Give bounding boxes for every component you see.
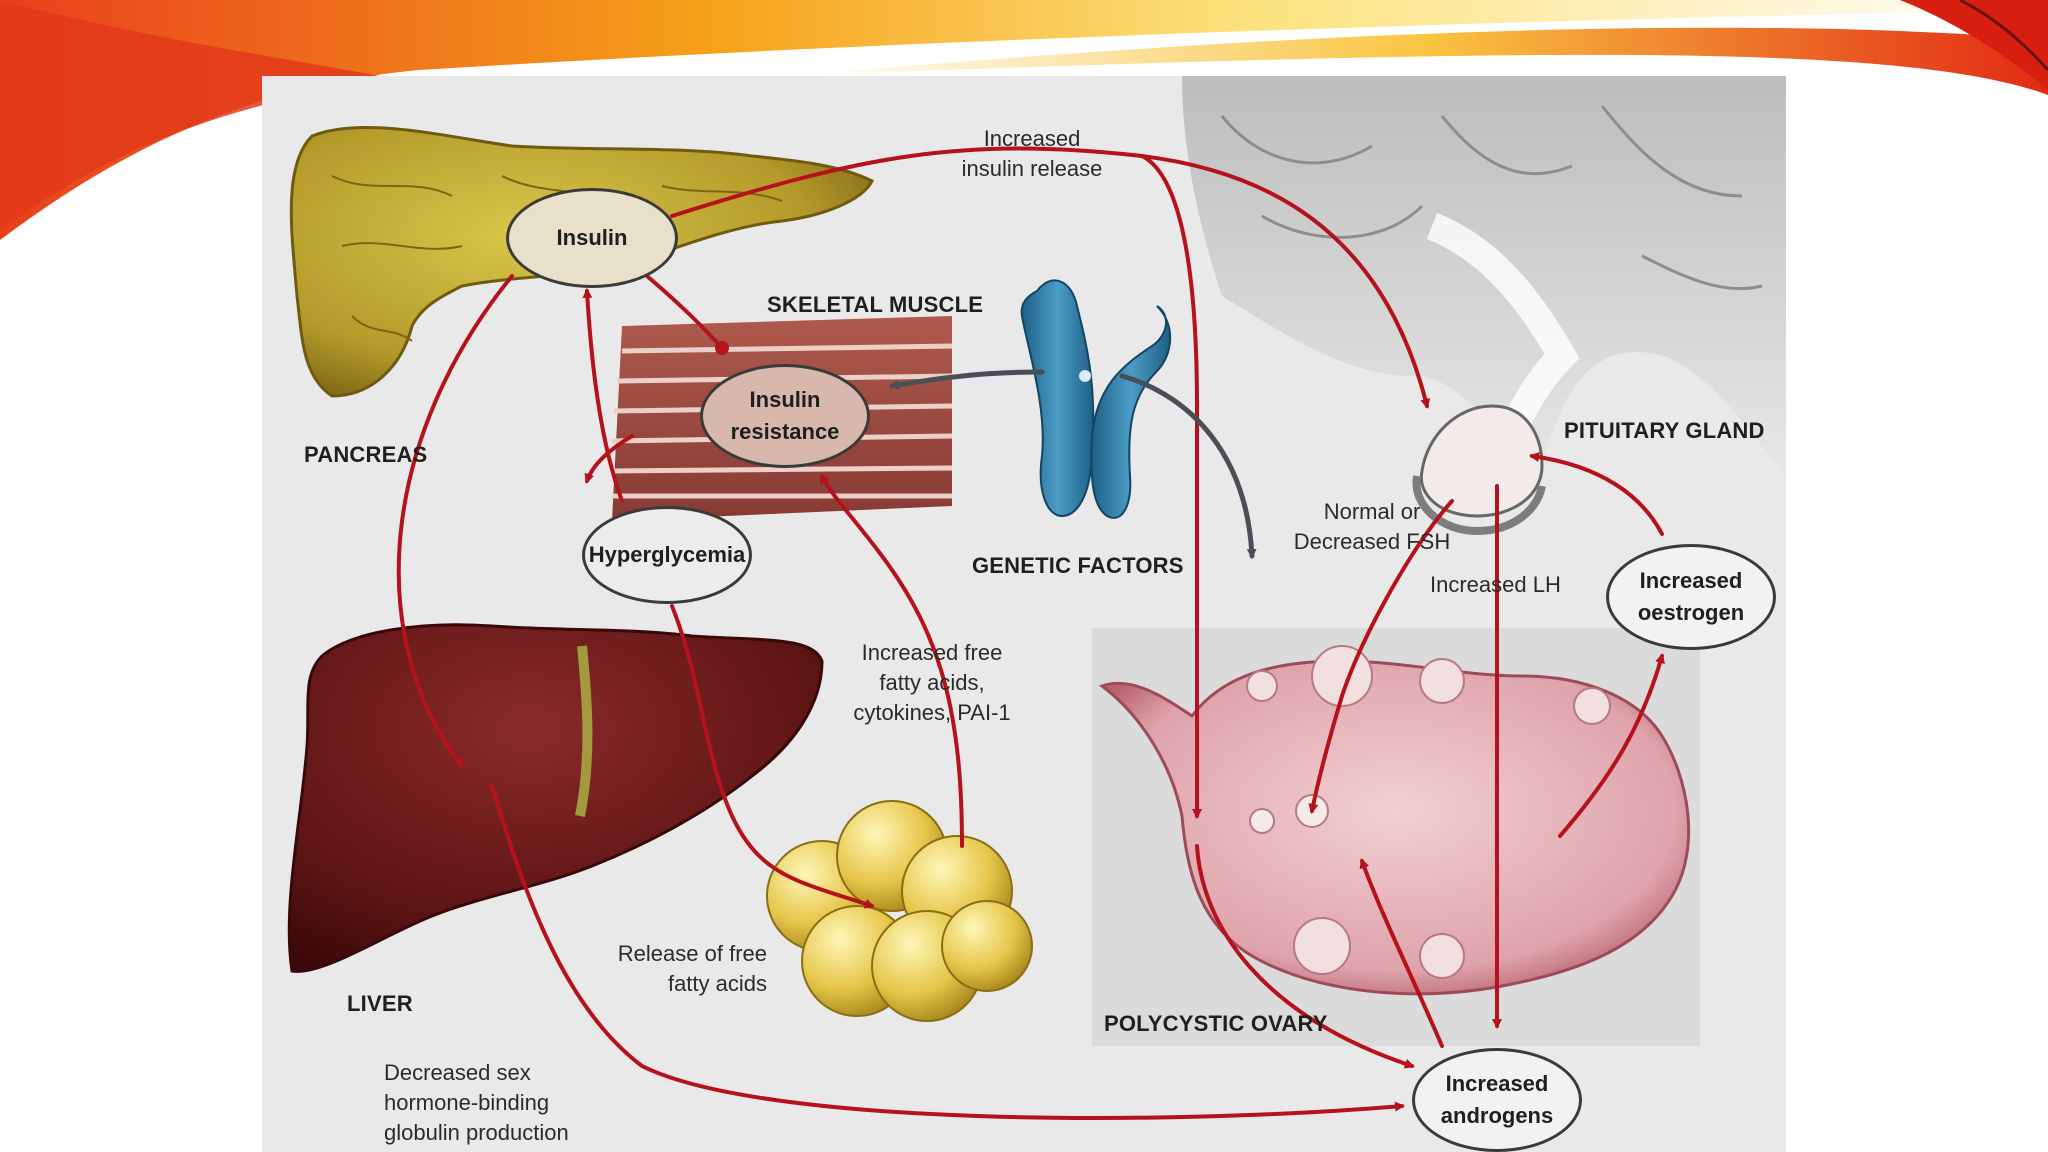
liver-illustration [287, 623, 824, 973]
label-liver: LIVER [347, 991, 413, 1016]
pituitary-gland-shape [1412, 404, 1546, 536]
label-release-of-ffa: Release of free fatty acids [617, 941, 767, 996]
label-skeletal-muscle: SKELETAL MUSCLE [767, 292, 984, 317]
node-hyperglycemia: Hyperglycemia [582, 506, 752, 604]
arrow-ovary-to-androgens [1195, 844, 1415, 1069]
label-decreased-shbg: Decreased sex hormone-binding globulin p… [384, 1060, 569, 1145]
arrow-resistance-to-hyperglycemia [584, 434, 634, 484]
arrow-insulin-to-ovary [1140, 154, 1202, 819]
node-insulin: Insulin [506, 188, 678, 288]
arrow-hyperglycemia-to-insulin [582, 288, 624, 503]
arrow-liver-to-androgens [490, 784, 1405, 1120]
chromosome-illustration [1020, 279, 1172, 519]
arrow-insulin-to-liver [396, 274, 514, 769]
label-polycystic-ovary: POLYCYSTIC OVARY [1104, 1011, 1328, 1036]
arrow-pituitary-fsh-to-ovary [1308, 499, 1454, 814]
arrow-genetic-to-resistance [889, 369, 1045, 390]
polycystic-ovary-illustration [1092, 628, 1700, 1046]
diagram-panel: Increased insulin release SKELETAL MUSCL… [262, 76, 1786, 1152]
node-insulin-resistance: Insulin resistance [700, 364, 870, 468]
pathway-arrows [396, 146, 1665, 1120]
label-normal-or-decreased-fsh: Normal or Decreased FSH [1293, 499, 1451, 554]
label-increased-insulin-release: Increased insulin release [961, 126, 1103, 181]
label-increased-lh: Increased LH [1430, 572, 1561, 597]
node-increased-oestrogen: Increased oestrogen [1606, 544, 1776, 650]
label-pancreas: PANCREAS [304, 442, 428, 467]
arrow-insulin-to-muscle [645, 274, 729, 355]
arrow-genetic-to-ovary [1119, 373, 1257, 559]
header-banner [0, 0, 2048, 240]
genetic-arrows [889, 369, 1257, 559]
node-increased-androgens: Increased androgens [1412, 1048, 1582, 1152]
arrow-ovary-to-oestrogen [1558, 653, 1665, 838]
fat-cells-illustration [766, 800, 1033, 1022]
label-genetic-factors: GENETIC FACTORS [972, 553, 1184, 578]
illustration [287, 76, 1786, 1120]
brain-illustration [1182, 76, 1786, 496]
arrow-androgens-to-ovary [1359, 858, 1444, 1048]
arrow-fat-to-resistance [820, 473, 964, 848]
arrow-oestrogen-to-pituitary [1529, 452, 1664, 536]
label-increased-ffa-cytokines: Increased free fatty acids, cytokines, P… [853, 640, 1011, 725]
arrow-hyperglycemia-to-fat [670, 604, 875, 909]
label-pituitary-gland: PITUITARY GLAND [1564, 418, 1765, 443]
